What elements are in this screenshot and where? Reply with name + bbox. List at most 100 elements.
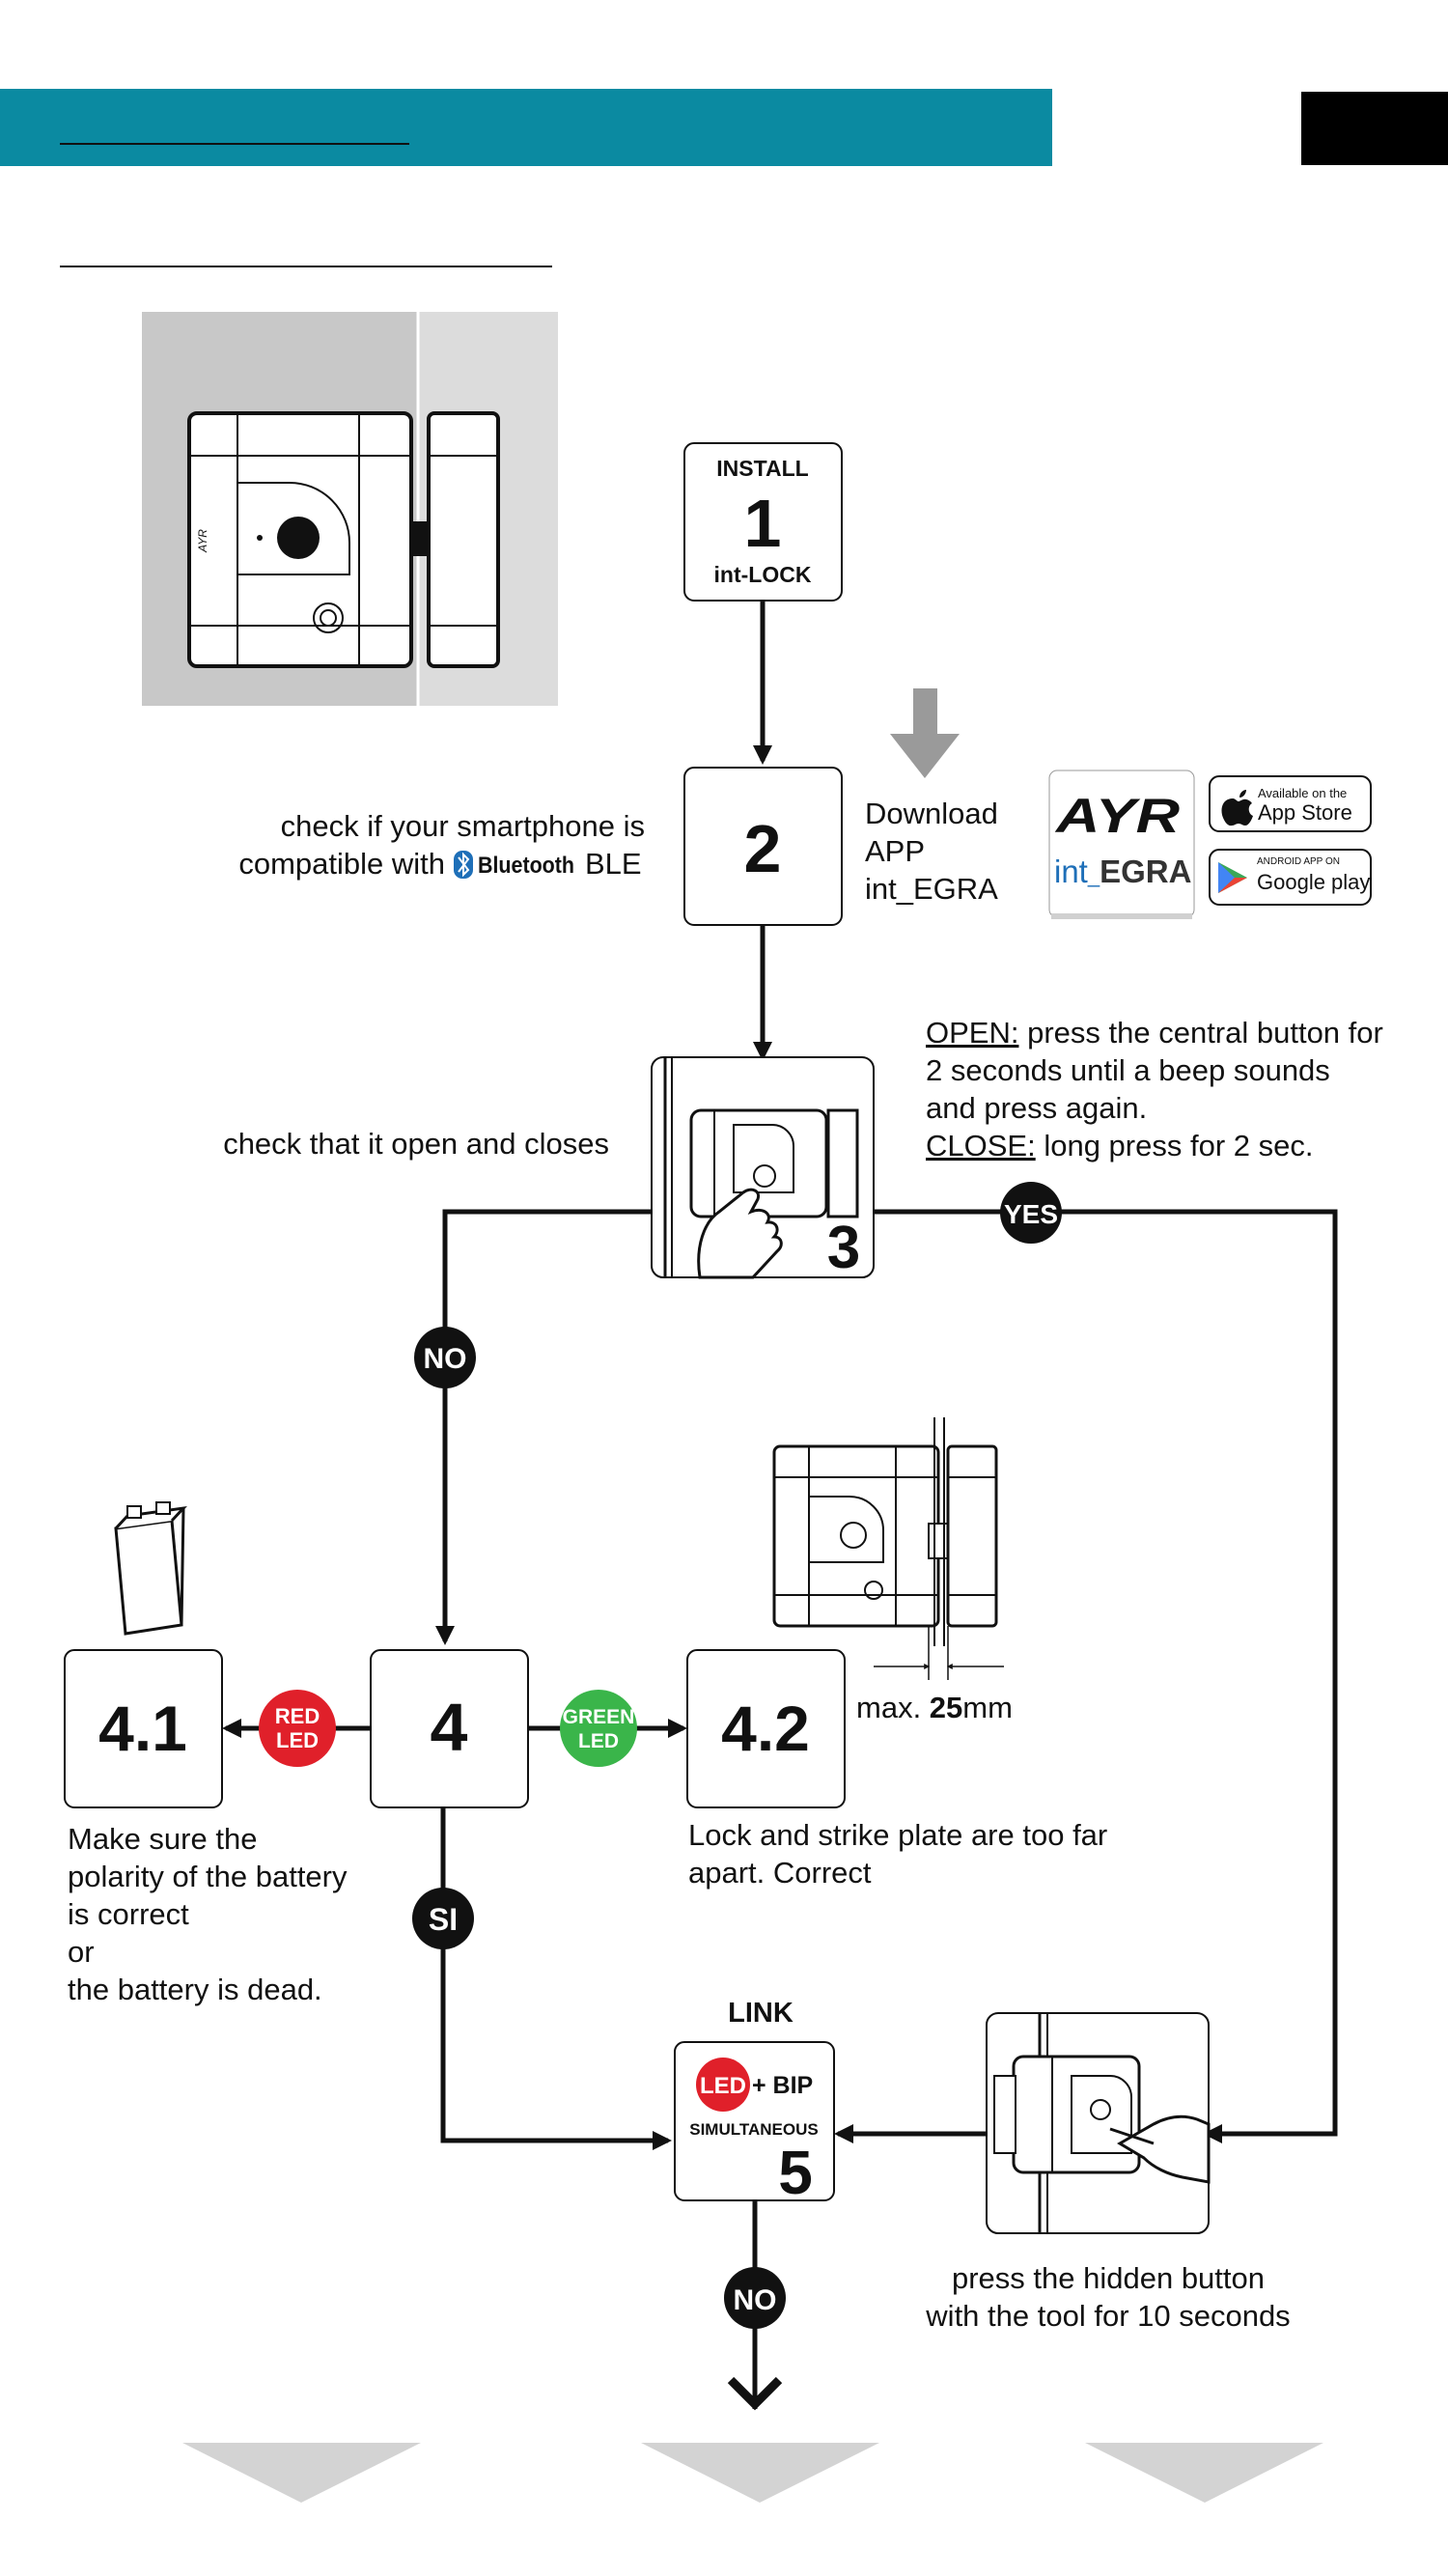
app-brand: AYR <box>1053 789 1180 843</box>
google-play-badge[interactable]: ANDROID APP ON Google play <box>1209 849 1372 906</box>
hand-icon <box>697 1188 783 1279</box>
flow-si <box>440 1807 672 2150</box>
hidden-button-note: press the hidden button with the tool fo… <box>925 2261 1290 2333</box>
svg-text:max. 25mm: max. 25mm <box>856 1691 1013 1724</box>
no-badge-label: NO <box>424 1343 467 1375</box>
far-apart-line-2: apart. Correct <box>688 1856 872 1890</box>
step-1-box: INSTALL 1 int-LOCK <box>683 442 843 602</box>
no-badge-2-label: NO <box>734 2284 777 2316</box>
step-5-box: LED + BIP SIMULTANEOUS 5 <box>674 2041 835 2207</box>
green-led-line-1: GREEN <box>563 1706 635 1728</box>
bottom-arrow-right <box>1085 2443 1323 2503</box>
download-line-2: APP <box>865 834 925 868</box>
download-line-1: Download <box>865 797 998 830</box>
max-gap-unit: mm <box>962 1691 1013 1724</box>
open-label: OPEN: <box>926 1016 1018 1050</box>
max-gap-value: 25 <box>930 1691 962 1724</box>
header-bar <box>0 89 1052 166</box>
bluetooth-icon <box>454 851 473 879</box>
step-1-number: 1 <box>744 486 782 561</box>
app-store-badge[interactable]: Available on the App Store <box>1209 775 1372 832</box>
open-text: press the central button for <box>1018 1016 1382 1050</box>
check-open-note: check that it open and closes <box>223 1127 609 1161</box>
app-store-big: App Store <box>1258 800 1352 825</box>
lock-illustration: AYR <box>142 312 558 706</box>
si-badge-label: SI <box>429 1902 458 1937</box>
no-badge-2 <box>724 2267 786 2329</box>
step-5-number: 5 <box>778 2138 813 2207</box>
battery-line-5: the battery is dead. <box>68 1973 322 2006</box>
hidden-line-2: with the tool for 10 seconds <box>925 2299 1290 2333</box>
step-2-number: 2 <box>744 811 782 886</box>
app-store-small: Available on the <box>1258 786 1347 800</box>
step-3-number: 3 <box>827 1215 860 1281</box>
red-led-line-2: LED <box>276 1728 319 1752</box>
bluetooth-label: Bluetooth <box>478 853 574 879</box>
gap-illustration <box>772 1417 1004 1680</box>
corner-block <box>1301 92 1448 165</box>
google-play-small: ANDROID APP ON <box>1257 856 1340 867</box>
app-product-prefix: int <box>1054 854 1088 889</box>
down-arrow-icon <box>727 2376 783 2411</box>
flow-yes <box>874 1209 1338 2143</box>
step-4-2-box: 4.2 <box>686 1649 846 1808</box>
hidden-line-1: press the hidden button <box>952 2261 1265 2295</box>
open-line-2: 2 seconds until a beep sounds <box>926 1053 1330 1087</box>
compat-line-1: check if your smartphone is <box>281 809 645 843</box>
si-badge <box>412 1888 474 1949</box>
open-close-note: OPEN: press the central button for 2 sec… <box>926 1016 1383 1162</box>
battery-line-1: Make sure the <box>68 1822 257 1856</box>
svg-text:OPEN: press the central button: OPEN: press the central button for <box>926 1016 1383 1050</box>
svg-text:CLOSE: long press for 2 sec.: CLOSE: long press for 2 sec. <box>926 1129 1313 1162</box>
step-4-box: 4 <box>370 1649 529 1808</box>
hand-tool-icon <box>1117 2114 1211 2184</box>
step-4-1-box: 4.1 <box>64 1649 223 1808</box>
apple-icon <box>1221 790 1253 826</box>
open-line-3: and press again. <box>926 1091 1147 1125</box>
hidden-button-illustration <box>986 2012 1211 2234</box>
no-badge <box>414 1327 476 1388</box>
compat-line-2: compatible with <box>238 847 445 881</box>
close-text: long press for 2 sec. <box>1036 1129 1314 1162</box>
led-badge <box>696 2058 750 2112</box>
yes-badge <box>1000 1182 1062 1244</box>
far-apart-line-1: Lock and strike plate are too far <box>688 1818 1107 1852</box>
max-gap-prefix: max. <box>856 1691 930 1724</box>
green-led-badge <box>560 1690 637 1767</box>
download-arrow <box>890 688 960 778</box>
app-underscore: _ <box>1087 863 1100 887</box>
app-logo-tile: AYR int_EGRA <box>1048 770 1195 919</box>
step-1-top: INSTALL <box>716 456 808 481</box>
step-5-heading: LINK <box>728 1998 794 2029</box>
step-5-simultaneous: SIMULTANEOUS <box>689 2120 818 2139</box>
battery-line-4: or <box>68 1935 95 1969</box>
device-logo: AYR <box>196 529 209 553</box>
step-4-number: 4 <box>431 1690 468 1765</box>
bottom-arrow-left <box>182 2443 421 2503</box>
red-led-badge <box>259 1690 336 1767</box>
step-4-2-number: 4.2 <box>721 1693 810 1764</box>
green-led-line-2: LED <box>578 1730 619 1752</box>
step-5-bip: + BIP <box>752 2072 813 2099</box>
battery-line-3: is correct <box>68 1897 189 1931</box>
step-3-box: 3 <box>651 1056 875 1281</box>
step-1-bottom: int-LOCK <box>714 562 812 587</box>
battery-note: Make sure the polarity of the battery is… <box>68 1822 348 2006</box>
bottom-arrow-center <box>641 2443 879 2503</box>
step-4-1-number: 4.1 <box>98 1693 187 1764</box>
yes-badge-label: YES <box>1004 1199 1058 1229</box>
step-5-led: LED <box>700 2073 746 2099</box>
close-label: CLOSE: <box>926 1129 1036 1162</box>
flow-no <box>435 1209 652 1645</box>
google-play-big: Google play <box>1257 870 1370 894</box>
svg-text:int_EGRA: int_EGRA <box>1054 854 1191 889</box>
app-product-suffix: EGRA <box>1100 854 1191 889</box>
ble-label: BLE <box>585 847 642 881</box>
battery-icon <box>114 1501 187 1636</box>
step-2-box: 2 <box>683 767 843 926</box>
red-led-line-1: RED <box>275 1704 320 1728</box>
far-apart-note: Lock and strike plate are too far apart.… <box>688 1818 1107 1890</box>
battery-line-2: polarity of the battery <box>68 1860 348 1893</box>
